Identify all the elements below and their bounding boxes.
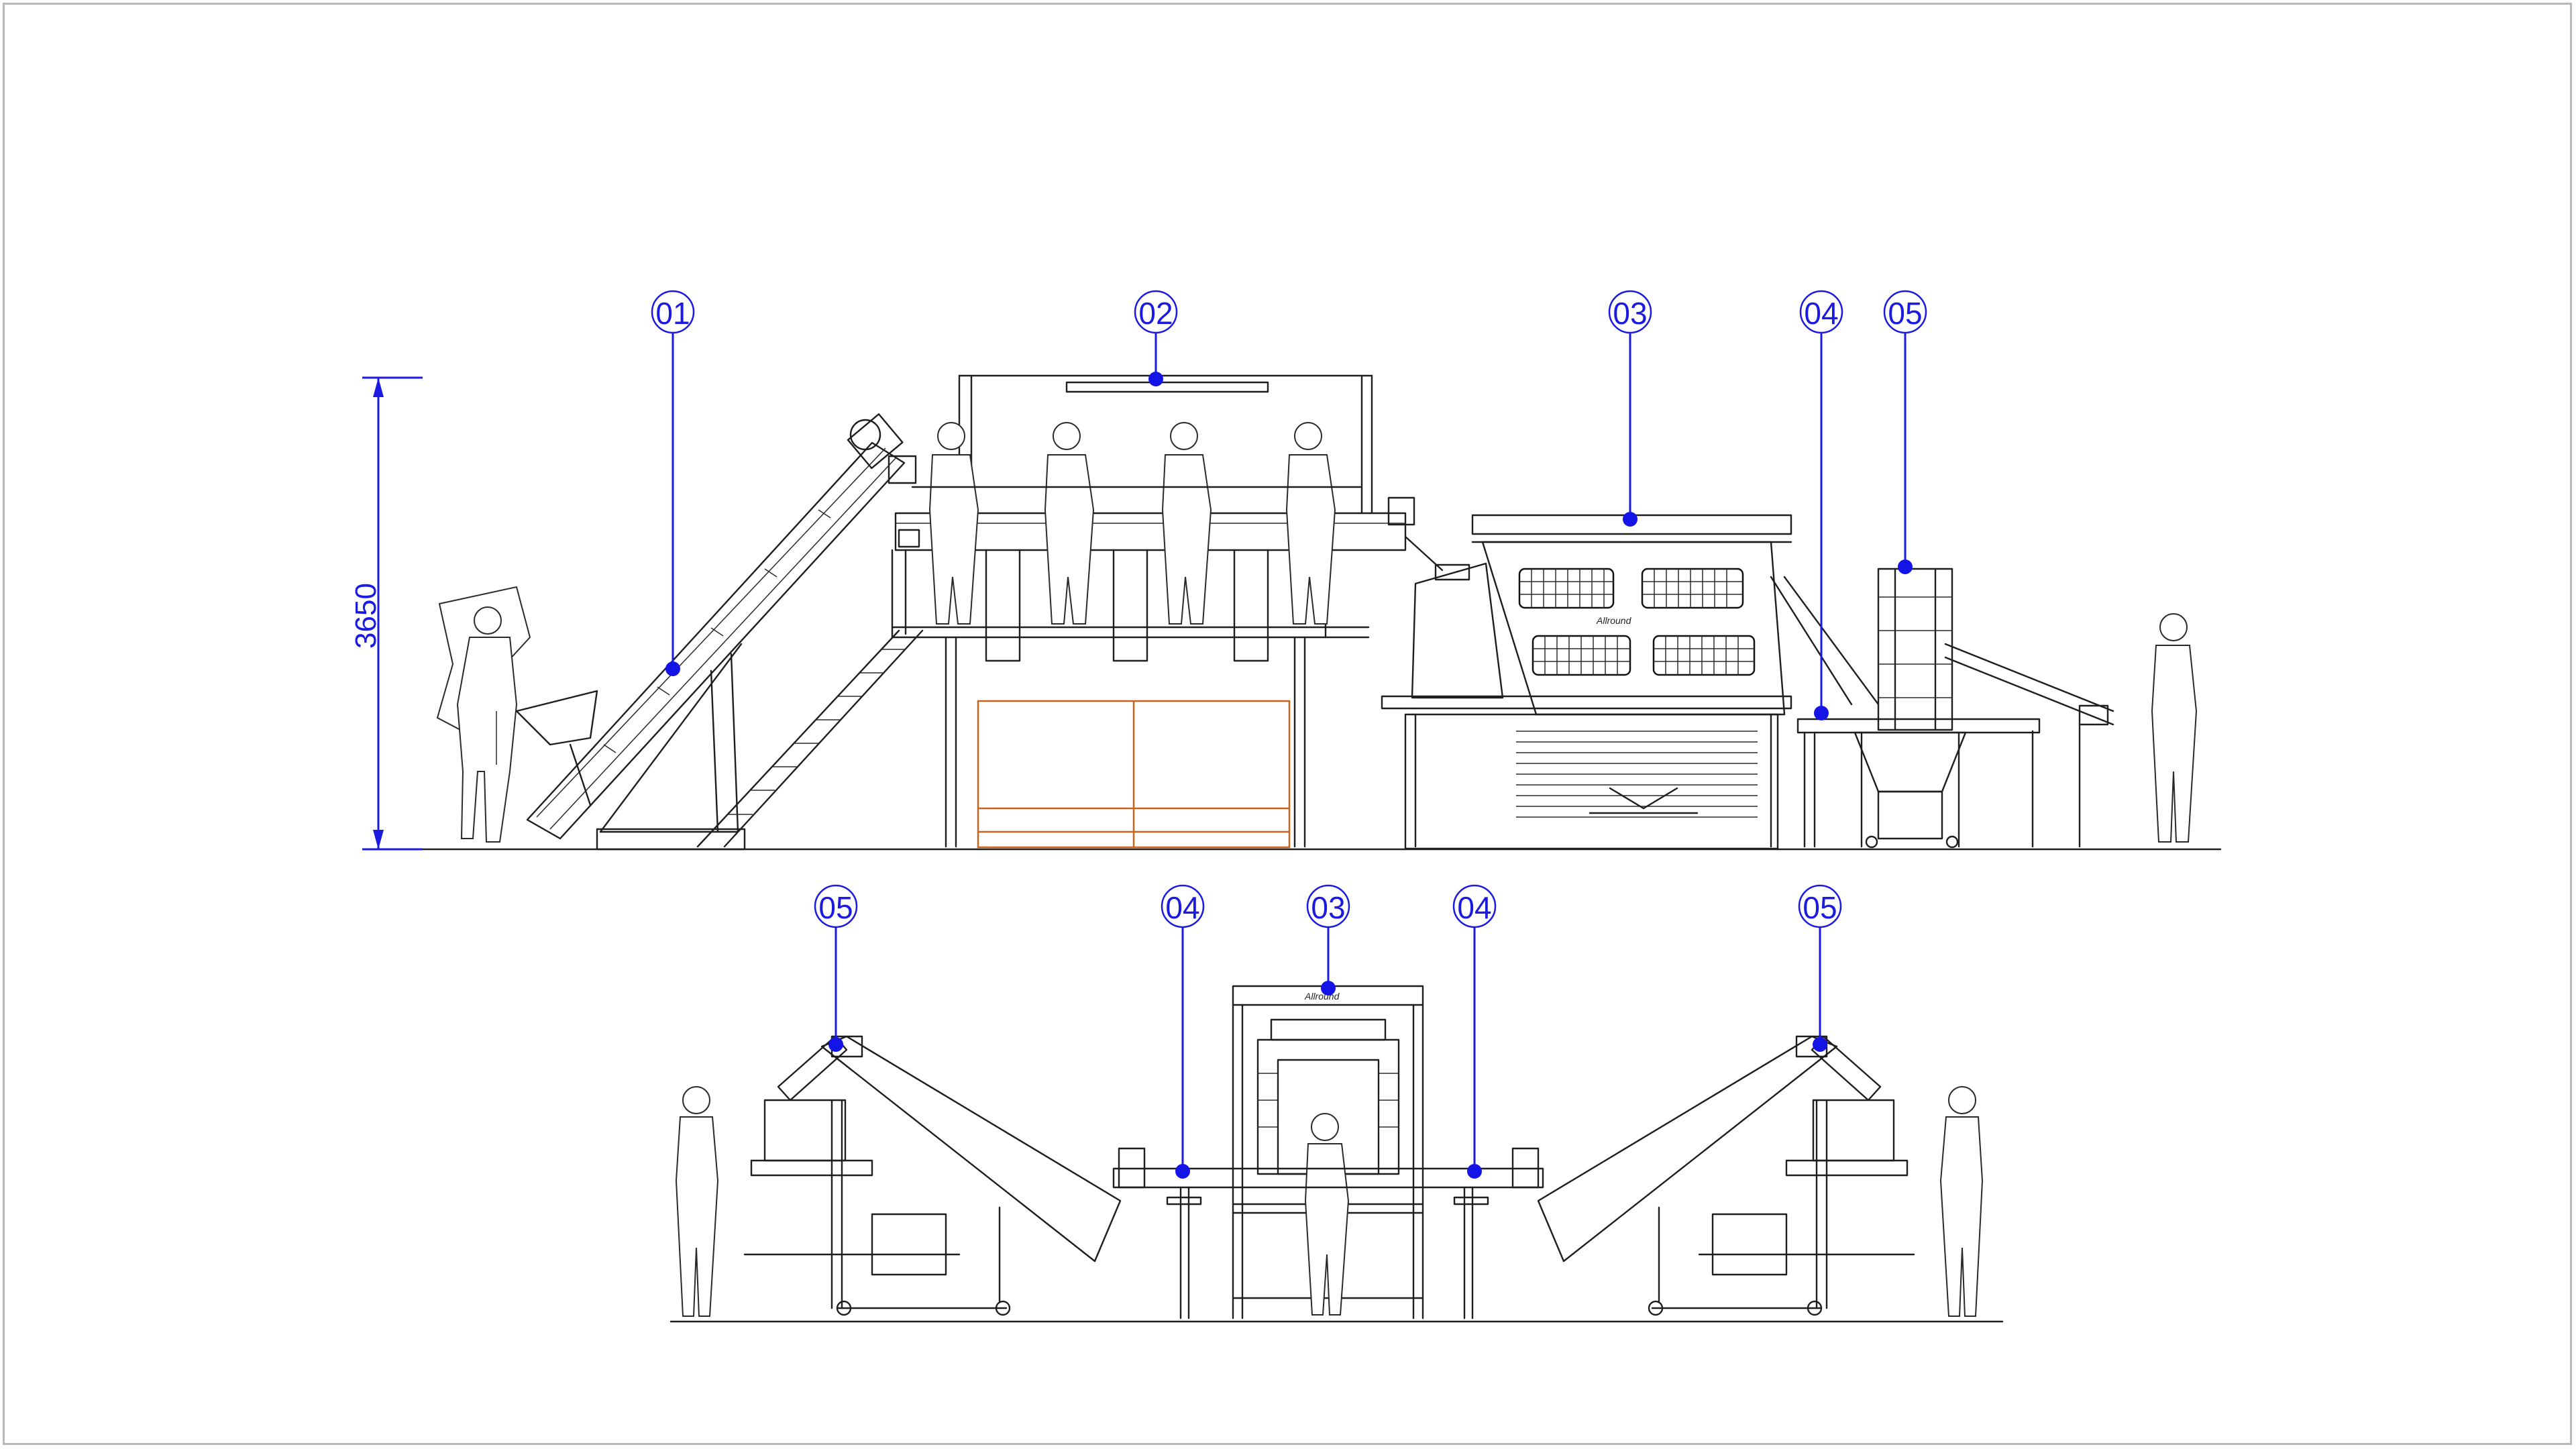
callout-front-03-label: 03 bbox=[1311, 890, 1345, 925]
vibrating-sorter-03: Allround bbox=[1381, 514, 1880, 850]
callout-front-04-right[interactable]: 04 bbox=[1452, 884, 1497, 1179]
callout-side-03[interactable]: 03 bbox=[1608, 290, 1652, 527]
callouts: 01 02 03 04 05 bbox=[651, 290, 1927, 1179]
callout-side-01-label: 01 bbox=[655, 296, 690, 331]
callout-front-04-left-label: 04 bbox=[1165, 890, 1199, 925]
callout-front-05-right[interactable]: 05 bbox=[1798, 884, 1842, 1052]
callout-front-05-left[interactable]: 05 bbox=[814, 884, 858, 1052]
svg-text:Allround: Allround bbox=[1304, 991, 1340, 1002]
callout-side-02-label: 02 bbox=[1138, 296, 1173, 331]
callout-side-04[interactable]: 04 bbox=[1799, 290, 1843, 720]
transfer-and-bagger-04-05 bbox=[1796, 568, 2198, 849]
drawing-frame bbox=[3, 3, 2572, 1445]
callout-side-05[interactable]: 05 bbox=[1883, 290, 1927, 574]
callout-side-05-label: 05 bbox=[1888, 296, 1922, 331]
callout-side-02[interactable]: 02 bbox=[1134, 290, 1178, 386]
callout-front-05-left-label: 05 bbox=[818, 890, 853, 925]
inspection-platform-02 bbox=[891, 374, 1470, 849]
height-dimension-label: 3650 bbox=[350, 583, 382, 649]
callout-front-05-right-label: 05 bbox=[1803, 890, 1837, 925]
elevator-conveyor-01 bbox=[515, 413, 917, 851]
worker-with-sack-figure bbox=[436, 586, 531, 843]
callout-side-04-label: 04 bbox=[1804, 296, 1838, 331]
height-dimension: 3650 bbox=[350, 376, 423, 851]
front-bagger-right bbox=[1537, 1035, 1984, 1317]
callout-front-04-left[interactable]: 04 bbox=[1161, 884, 1205, 1179]
front-elevation: Allround bbox=[669, 985, 2004, 1323]
side-elevation: 3650 bbox=[350, 374, 2222, 851]
front-bagger-left bbox=[675, 1035, 1122, 1317]
callout-side-03-label: 03 bbox=[1613, 296, 1647, 331]
callout-side-01[interactable]: 01 bbox=[651, 290, 695, 676]
svg-text:Allround: Allround bbox=[1596, 615, 1632, 626]
callout-front-04-right-label: 04 bbox=[1457, 890, 1491, 925]
callout-front-03[interactable]: 03 bbox=[1306, 884, 1350, 996]
front-sorter-center: Allround bbox=[1112, 985, 1544, 1320]
access-stair bbox=[696, 549, 924, 848]
